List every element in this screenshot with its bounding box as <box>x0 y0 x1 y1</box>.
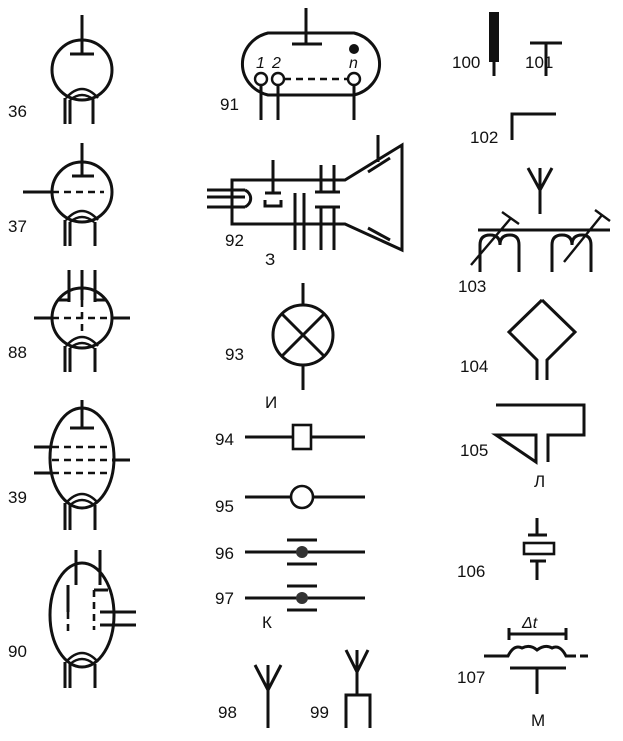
pin-label-2: 2 <box>271 55 281 72</box>
label-88: 88 <box>8 343 27 362</box>
symbol-90-double-tube: 90 <box>8 550 136 688</box>
symbol-96: 96 <box>215 538 365 566</box>
symbol-99-antenna: 99 <box>310 649 372 728</box>
label-101: 101 <box>525 53 553 72</box>
label-92: 92 <box>225 231 244 250</box>
symbol-100: 100 <box>452 12 499 76</box>
group-letter-k: К <box>262 613 272 632</box>
symbol-91-multi-pin-device: 1 2 n 91 <box>220 8 381 120</box>
symbol-92-crt: 92 З <box>207 135 404 269</box>
group-letter-m: М <box>531 711 545 730</box>
label-86: 36 <box>8 102 27 121</box>
symbol-101: 101 <box>525 41 562 76</box>
label-105: 105 <box>460 441 488 460</box>
label-97: 97 <box>215 589 234 608</box>
symbol-102: 102 <box>470 112 556 147</box>
symbol-105: 105 Л <box>460 403 586 491</box>
symbol-107-thermal-relay: Δt 107 М <box>457 615 588 730</box>
symbol-88-tube: 88 <box>8 270 130 372</box>
symbol-106-crystal: 106 <box>457 518 556 581</box>
label-98: 98 <box>218 703 237 722</box>
symbol-97: 97 К <box>215 584 365 632</box>
label-104: 104 <box>460 357 488 376</box>
label-99: 99 <box>310 703 329 722</box>
label-107: 107 <box>457 668 485 687</box>
label-100: 100 <box>452 53 480 72</box>
delta-t-label: Δt <box>521 615 538 632</box>
symbol-87-triode-tube: 37 <box>8 143 114 246</box>
label-93: 93 <box>225 345 244 364</box>
label-87: 37 <box>8 217 27 236</box>
symbol-89-pentode-tube: 39 <box>8 400 130 530</box>
label-102: 102 <box>470 128 498 147</box>
group-letter-l: Л <box>534 472 545 491</box>
label-96: 96 <box>215 544 234 563</box>
label-90: 90 <box>8 642 27 661</box>
symbol-86-diode-tube: 36 <box>8 15 114 124</box>
symbol-98-antenna: 98 <box>218 664 283 728</box>
symbol-104: 104 <box>460 298 578 380</box>
group-letter-i: И <box>265 393 277 412</box>
label-89: 39 <box>8 488 27 507</box>
label-103: 103 <box>458 277 486 296</box>
symbol-103-tuned-circuit: 103 <box>458 167 611 296</box>
group-letter-z: З <box>265 250 275 269</box>
label-106: 106 <box>457 562 485 581</box>
label-94: 94 <box>215 430 234 449</box>
symbol-95: 95 <box>215 484 365 516</box>
symbol-93-lamp: 93 И <box>225 283 335 412</box>
symbol-94: 94 <box>215 423 365 451</box>
label-95: 95 <box>215 497 234 516</box>
pin-label-1: 1 <box>256 55 265 72</box>
label-91: 91 <box>220 95 239 114</box>
pin-label-n: n <box>349 55 358 72</box>
